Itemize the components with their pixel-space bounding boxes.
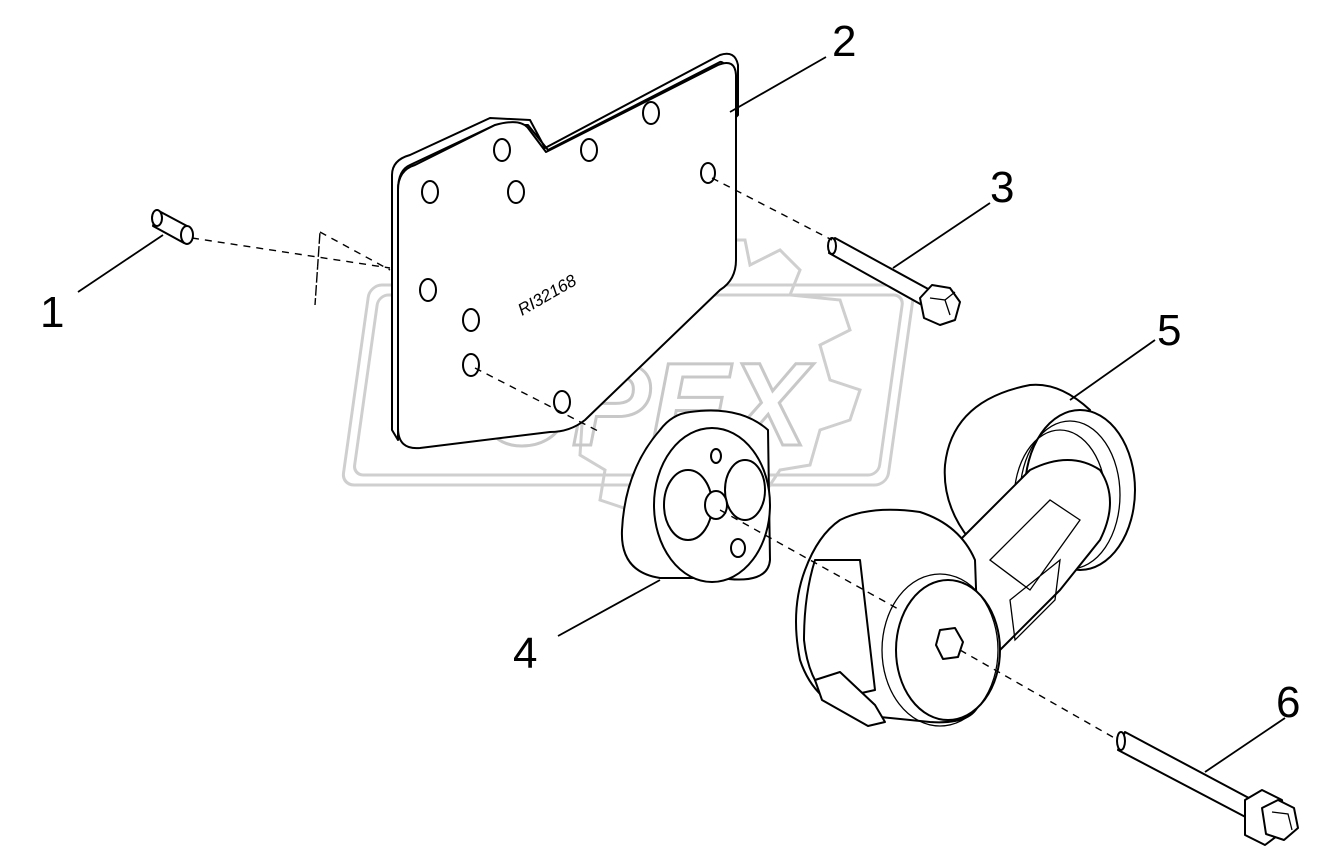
part-4-spacer: [620, 409, 771, 583]
part-2-plate: RI32168: [391, 52, 739, 450]
assembly-line-1: [191, 231, 391, 306]
bolt-3-head: [919, 284, 961, 326]
leader-6: [1204, 717, 1286, 773]
bolt-3-head-facets: [929, 291, 956, 316]
plate-hole: [642, 101, 660, 125]
dowel-pin-end: [151, 209, 163, 227]
leader-5: [1069, 339, 1156, 401]
callout-4: 4: [513, 629, 537, 678]
spacer-hole: [724, 459, 766, 521]
plate-hole: [507, 180, 525, 204]
plate-hole: [421, 180, 439, 204]
part-1-dowel-pin: [151, 209, 194, 245]
bolt-6-shank-end: [1116, 731, 1126, 751]
plate-hole: [462, 308, 480, 332]
part-3-bolt: [827, 237, 961, 326]
tensioner-pulley-rim: [881, 573, 999, 727]
plate-hole: [700, 162, 716, 184]
callout-3: 3: [990, 163, 1014, 212]
bolt-6-shank: [1117, 731, 1263, 823]
plate-hole: [419, 278, 437, 302]
spacer-hole: [704, 490, 728, 520]
plate-holes: [419, 101, 716, 414]
tensioner-arm-ribs: [989, 499, 1081, 642]
part-5-tensioner: [795, 383, 1136, 727]
leader-4: [557, 579, 661, 637]
plate-hole: [493, 138, 511, 162]
assembly-lines: [191, 177, 1119, 741]
callout-5: 5: [1157, 306, 1181, 355]
bolt-6-head: [1261, 799, 1299, 841]
bolt-3-shank-end: [827, 237, 837, 255]
plate-hole: [580, 138, 598, 162]
callout-2: 2: [832, 17, 856, 66]
leader-lines: [77, 56, 1286, 773]
callout-labels: 1 2 3 4 5 6: [40, 17, 1300, 727]
plate-hole: [462, 353, 480, 377]
leader-2: [729, 56, 827, 113]
part-6-bolt: [1116, 731, 1299, 846]
assembly-line-4-6: [474, 367, 1119, 741]
callout-6: 6: [1276, 678, 1300, 727]
tensioner-hub-nut: [935, 627, 964, 660]
spacer-hole: [710, 448, 722, 464]
leader-3: [892, 202, 991, 269]
plate-front-face: [397, 62, 737, 450]
leader-1: [77, 234, 164, 293]
callout-1: 1: [40, 288, 64, 337]
tensioner-foot: [814, 671, 886, 727]
spacer-hole: [730, 538, 746, 558]
assembly-line-3: [711, 177, 833, 241]
dowel-pin-tip: [180, 225, 194, 245]
bolt-6-head-facets: [1271, 811, 1293, 831]
